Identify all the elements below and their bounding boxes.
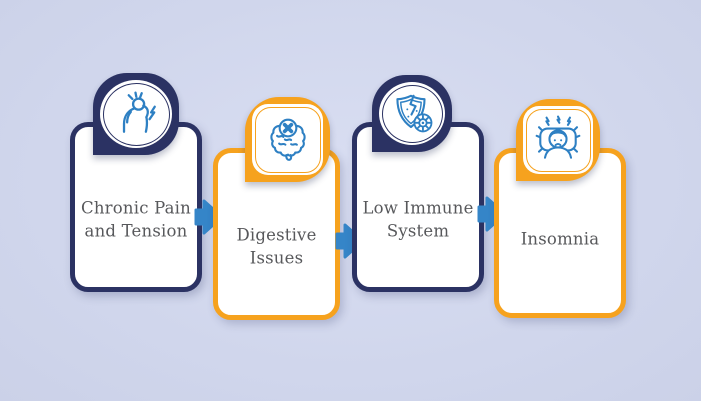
label-line: Insomnia <box>520 229 600 249</box>
label-line: Issues <box>249 248 304 268</box>
step-label-insomnia: Insomnia <box>501 228 619 251</box>
step-label-digestive-issues: Digestive Issues <box>220 224 333 271</box>
step-label-chronic-pain: Chronic Pain and Tension <box>77 196 195 243</box>
badge-rounded-square <box>523 106 593 174</box>
step-badge-chronic-pain <box>93 73 179 155</box>
step-badge-low-immune <box>372 75 452 152</box>
intestines-cross-icon <box>269 118 306 161</box>
step-badge-insomnia <box>516 99 600 181</box>
label-line: Digestive <box>236 225 317 245</box>
badge-rounded-square <box>252 104 323 175</box>
step-badge-digestive-issues <box>245 97 330 182</box>
label-line: Low Immune <box>362 198 474 218</box>
sleepless-person-pillow-icon <box>535 115 581 159</box>
label-line: and Tension <box>84 221 188 241</box>
back-pain-icon <box>122 91 156 133</box>
broken-shield-gear-icon <box>396 94 433 132</box>
step-label-low-immune: Low Immune System <box>359 196 477 243</box>
badge-circle <box>379 82 445 145</box>
label-line: Chronic Pain <box>81 198 191 218</box>
badge-circle <box>100 80 172 148</box>
label-line: System <box>386 221 450 241</box>
